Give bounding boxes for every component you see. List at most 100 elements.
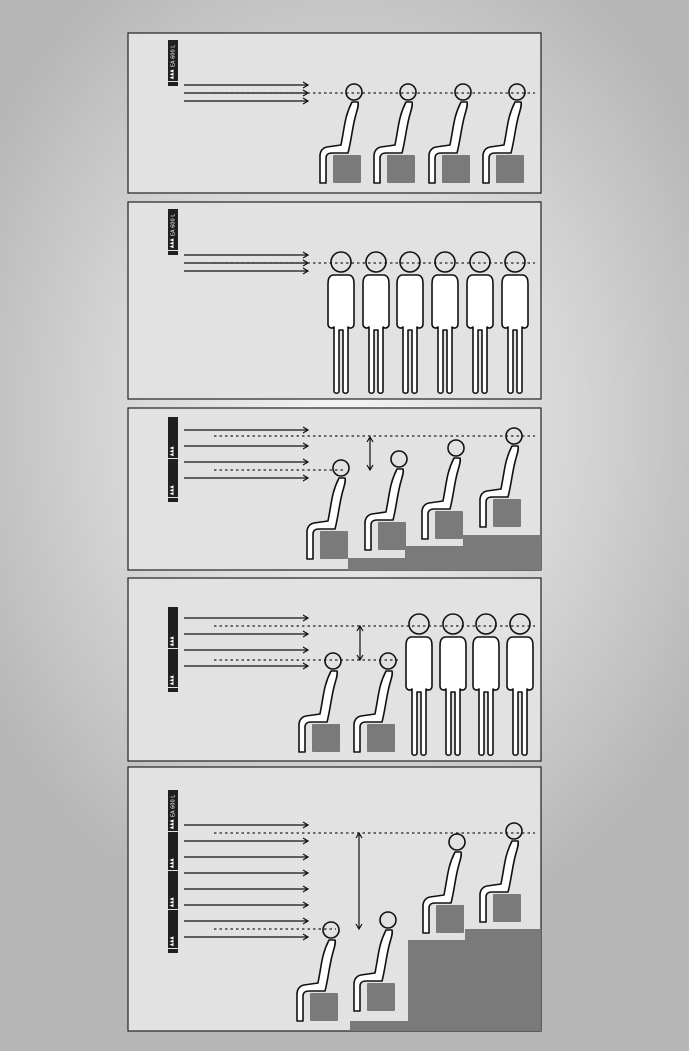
speaker-driver-module: [168, 485, 178, 497]
speaker-bottom-cap: [168, 949, 178, 953]
speaker-array: EA 600 L: [168, 40, 178, 86]
speaker-label: EA 600 L: [171, 795, 177, 817]
speaker-array: EA 600 L: [168, 209, 178, 255]
speaker-top-cap: [168, 40, 178, 43]
person-body: [306, 477, 347, 560]
sound-arrow: [184, 251, 310, 259]
sound-arrow: [184, 267, 310, 275]
chair-seat: [387, 155, 415, 183]
speaker-module: [168, 832, 178, 858]
speaker-driver-module: [168, 636, 178, 648]
standing-person: [506, 613, 534, 757]
speaker-top-cap: [168, 417, 178, 420]
chair-seat: [367, 983, 395, 1011]
chair-seat: [496, 155, 524, 183]
person-head: [509, 613, 531, 635]
speaker-top-cap: [168, 790, 178, 793]
chair-seat: [333, 155, 361, 183]
person-head: [345, 83, 363, 101]
person-head: [434, 251, 456, 273]
speaker-driver-module: [168, 897, 178, 909]
seated-person: [364, 450, 408, 551]
speaker-module: EA 600 L: [168, 793, 178, 819]
person-body: [466, 274, 494, 395]
speaker-module: [168, 420, 178, 446]
sound-arrow: [184, 885, 310, 893]
person-head: [448, 833, 466, 851]
person-body: [396, 274, 424, 395]
standing-person: [405, 613, 433, 757]
speaker-array: EA 600 L: [168, 790, 178, 953]
person-head: [505, 427, 523, 445]
chair-seat: [435, 511, 463, 539]
speaker-module: [168, 649, 178, 675]
speaker-array: [168, 417, 178, 502]
speaker-driver-module: [168, 675, 178, 687]
speaker-bottom-cap: [168, 498, 178, 502]
height-difference-marker: [356, 624, 364, 662]
sound-arrow: [184, 97, 310, 105]
person-body: [298, 670, 339, 753]
person-head: [330, 251, 352, 273]
person-body: [405, 636, 433, 757]
seated-person: [421, 439, 465, 540]
sound-arrow: [184, 933, 310, 941]
panels-group: EA 600 L EA 600 L EA 600 L: [127, 32, 542, 1032]
sound-arrow: [184, 614, 310, 622]
seated-person: [479, 822, 523, 923]
speaker-top-cap: [168, 607, 178, 610]
person-head: [505, 822, 523, 840]
person-body: [506, 636, 534, 757]
speaker-bottom-cap: [168, 251, 178, 255]
sound-arrow: [184, 474, 310, 482]
person-head: [508, 83, 526, 101]
chair-seat: [442, 155, 470, 183]
speaker-driver-module: [168, 858, 178, 870]
speaker-module: [168, 910, 178, 936]
chair-seat: [310, 993, 338, 1021]
sound-arrow: [184, 426, 310, 434]
chair-seat: [493, 894, 521, 922]
speaker-driver-module: [168, 238, 178, 250]
sound-arrow: [184, 821, 310, 829]
person-head: [390, 450, 408, 468]
person-head: [442, 613, 464, 635]
person-head: [399, 83, 417, 101]
person-body: [431, 274, 459, 395]
person-body: [364, 468, 405, 551]
sound-arrow: [184, 853, 310, 861]
chair-seat: [436, 905, 464, 933]
sound-arrow: [184, 646, 310, 654]
person-body: [362, 274, 390, 395]
person-body: [353, 929, 394, 1012]
sound-arrow: [184, 917, 310, 925]
panel-seated-steep-tiered: EA 600 L: [127, 766, 542, 1032]
speaker-driver-module: [168, 819, 178, 831]
speaker-top-cap: [168, 209, 178, 212]
person-body: [319, 101, 360, 184]
height-difference-marker: [366, 435, 374, 472]
standing-person: [396, 251, 424, 395]
seated-person: [353, 652, 397, 753]
speaker-driver-module: [168, 936, 178, 948]
chair-seat: [320, 531, 348, 559]
standing-person: [362, 251, 390, 395]
person-body: [439, 636, 467, 757]
person-head: [469, 251, 491, 273]
person-head: [475, 613, 497, 635]
standing-person: [501, 251, 529, 395]
standing-person: [327, 251, 355, 395]
person-body: [472, 636, 500, 757]
seated-person: [373, 83, 417, 184]
person-head: [447, 439, 465, 457]
speaker-label: EA 600 L: [171, 45, 177, 67]
person-head: [399, 251, 421, 273]
panel-seated-flat: EA 600 L: [127, 32, 542, 194]
chair-seat: [378, 522, 406, 550]
seated-person: [296, 921, 340, 1022]
sound-arrow: [184, 901, 310, 909]
person-body: [479, 840, 520, 923]
speaker-module: [168, 459, 178, 485]
person-head: [504, 251, 526, 273]
speaker-label: EA 600 L: [171, 214, 177, 236]
